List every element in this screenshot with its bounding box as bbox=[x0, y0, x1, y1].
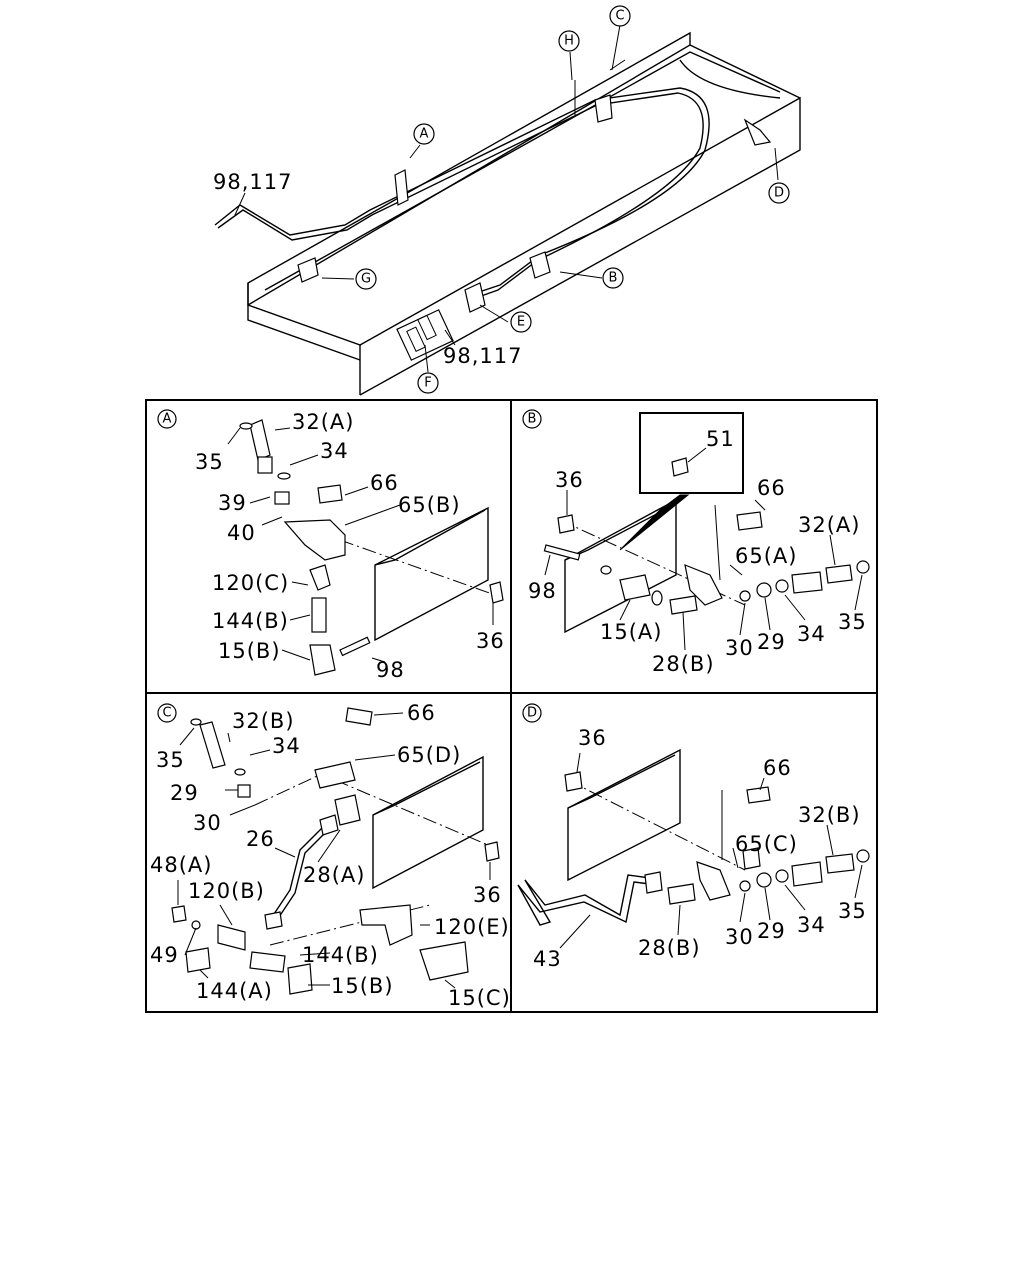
callout-d: D bbox=[768, 182, 790, 204]
svg-text:40: 40 bbox=[227, 521, 256, 545]
callout-c: C bbox=[609, 5, 631, 27]
svg-text:120(C): 120(C) bbox=[212, 571, 289, 595]
callout-e: E bbox=[510, 311, 532, 333]
svg-text:39: 39 bbox=[218, 491, 247, 515]
svg-text:120(B): 120(B) bbox=[188, 879, 265, 903]
inset-box bbox=[639, 412, 744, 494]
svg-text:15(C): 15(C) bbox=[448, 986, 511, 1010]
svg-text:66: 66 bbox=[407, 701, 436, 725]
svg-text:30: 30 bbox=[193, 811, 222, 835]
svg-text:36: 36 bbox=[555, 468, 584, 492]
svg-text:30: 30 bbox=[725, 636, 754, 660]
svg-text:35: 35 bbox=[838, 899, 867, 923]
svg-text:36: 36 bbox=[476, 629, 505, 653]
svg-text:28(B): 28(B) bbox=[652, 652, 715, 676]
svg-text:C: C bbox=[615, 9, 624, 24]
svg-text:66: 66 bbox=[757, 476, 786, 500]
svg-text:144(A): 144(A) bbox=[196, 979, 273, 1003]
svg-text:49: 49 bbox=[150, 943, 179, 967]
svg-text:65(C): 65(C) bbox=[735, 832, 798, 856]
svg-text:98: 98 bbox=[376, 658, 405, 682]
svg-text:29: 29 bbox=[170, 781, 199, 805]
svg-text:34: 34 bbox=[797, 913, 826, 937]
svg-text:35: 35 bbox=[195, 450, 224, 474]
svg-text:28(B): 28(B) bbox=[638, 936, 701, 960]
svg-text:B: B bbox=[609, 271, 618, 286]
label-98-117-bottom: 98,117 bbox=[443, 344, 522, 368]
panel-b: B 51 bbox=[522, 409, 870, 676]
svg-text:B: B bbox=[528, 412, 537, 427]
svg-text:32(B): 32(B) bbox=[232, 709, 295, 733]
callout-h: H bbox=[558, 30, 580, 52]
svg-text:36: 36 bbox=[473, 883, 502, 907]
svg-text:65(B): 65(B) bbox=[398, 493, 461, 517]
svg-text:35: 35 bbox=[838, 610, 867, 634]
svg-text:65(A): 65(A) bbox=[735, 544, 797, 568]
callout-f: F bbox=[417, 372, 439, 394]
svg-text:34: 34 bbox=[320, 439, 349, 463]
svg-text:98: 98 bbox=[528, 579, 557, 603]
svg-text:36: 36 bbox=[578, 726, 607, 750]
svg-text:15(B): 15(B) bbox=[331, 974, 394, 998]
svg-text:35: 35 bbox=[156, 748, 185, 772]
svg-text:65(D): 65(D) bbox=[397, 743, 461, 767]
svg-text:A: A bbox=[420, 127, 429, 142]
svg-text:32(A): 32(A) bbox=[798, 513, 860, 537]
svg-text:66: 66 bbox=[370, 471, 399, 495]
svg-text:34: 34 bbox=[272, 734, 301, 758]
svg-text:26: 26 bbox=[246, 827, 275, 851]
svg-text:144(B): 144(B) bbox=[212, 609, 289, 633]
svg-text:32(B): 32(B) bbox=[798, 803, 861, 827]
svg-text:D: D bbox=[527, 706, 537, 721]
svg-text:43: 43 bbox=[533, 947, 562, 971]
panel-d: D 36 66 32(B) bbox=[517, 703, 870, 971]
svg-text:32(A): 32(A) bbox=[292, 410, 354, 434]
svg-text:G: G bbox=[361, 272, 371, 287]
svg-text:H: H bbox=[564, 34, 574, 49]
svg-text:66: 66 bbox=[763, 756, 792, 780]
svg-text:C: C bbox=[162, 706, 171, 721]
svg-text:120(E): 120(E) bbox=[434, 915, 510, 939]
svg-text:48(A): 48(A) bbox=[150, 853, 212, 877]
svg-text:A: A bbox=[163, 412, 172, 427]
chassis-overview: A B C D E F G H 98,117 98,117 bbox=[213, 5, 801, 396]
panel-a: A 32(A) 35 34 39 66 6 bbox=[157, 409, 505, 682]
svg-text:F: F bbox=[424, 376, 431, 391]
label-98-117-top: 98,117 bbox=[213, 170, 292, 194]
svg-text:34: 34 bbox=[797, 622, 826, 646]
svg-text:51: 51 bbox=[706, 427, 735, 451]
svg-text:15(A): 15(A) bbox=[600, 620, 662, 644]
svg-text:29: 29 bbox=[757, 630, 786, 654]
svg-text:E: E bbox=[517, 315, 525, 330]
callout-b: B bbox=[602, 267, 624, 289]
svg-text:30: 30 bbox=[725, 925, 754, 949]
svg-text:29: 29 bbox=[757, 919, 786, 943]
svg-text:28(A): 28(A) bbox=[303, 863, 365, 887]
callout-a: A bbox=[413, 123, 435, 145]
svg-text:15(B): 15(B) bbox=[218, 639, 281, 663]
panel-c: C bbox=[150, 701, 511, 1010]
svg-text:144(B): 144(B) bbox=[302, 943, 379, 967]
callout-g: G bbox=[355, 268, 377, 290]
svg-text:D: D bbox=[774, 186, 784, 201]
